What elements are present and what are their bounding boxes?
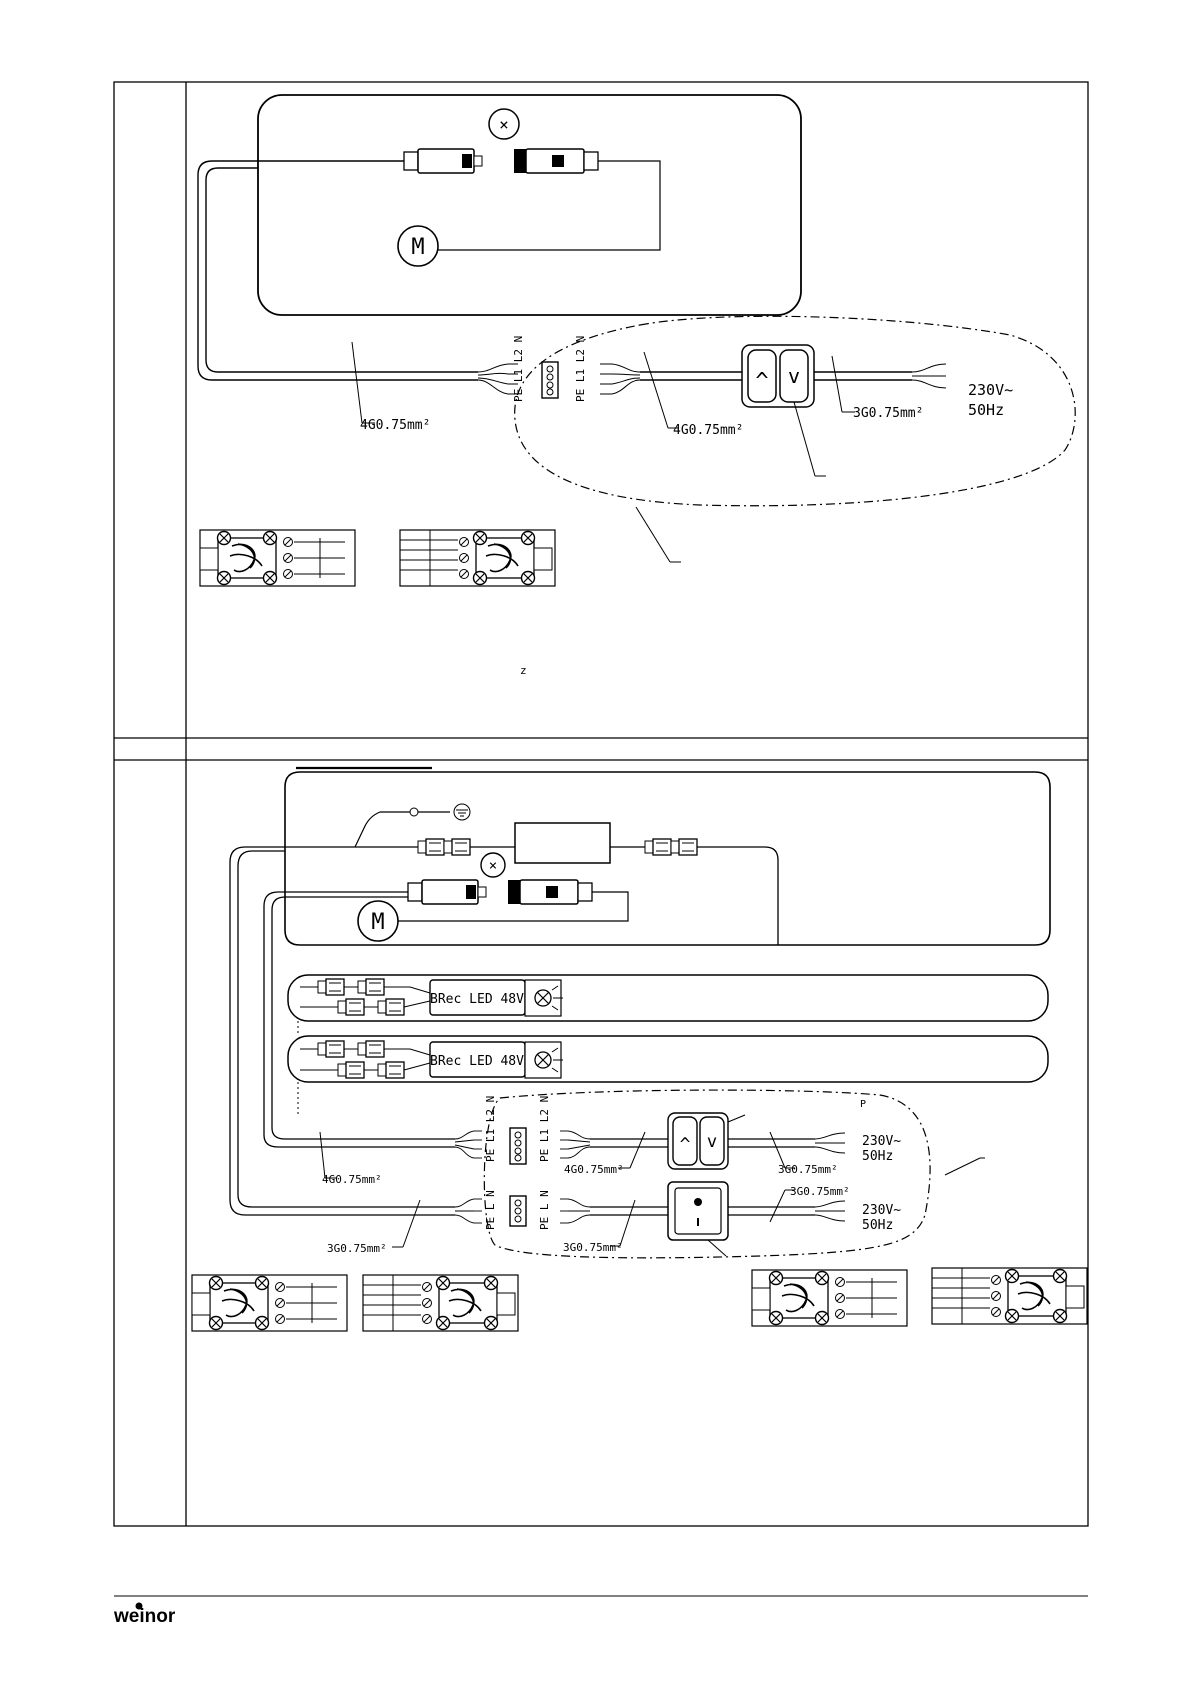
led-2-lamp-icon xyxy=(525,1042,563,1078)
down-arrow-icon: v xyxy=(788,364,800,388)
connector-symbol: × xyxy=(489,109,519,139)
supply-frequency: 50Hz xyxy=(968,401,1004,419)
led-terminal-wires xyxy=(455,1199,482,1223)
receiver-plug-in xyxy=(418,839,470,855)
brand-name: weinor xyxy=(113,1606,176,1627)
plug-wiring-detail-3 xyxy=(752,1270,907,1326)
svg-text:×: × xyxy=(489,858,497,874)
supply-cable-2b xyxy=(728,1201,845,1221)
diagram-2: × M BRec LED 48V BRe xyxy=(192,768,1087,1331)
motor-symbol: M xyxy=(411,235,424,260)
supply-voltage-2a: 230V~ xyxy=(862,1134,901,1149)
led-2-label: BRec LED 48V xyxy=(430,1054,524,1069)
plug-wiring-detail xyxy=(200,530,355,586)
motor-symbol-2: M xyxy=(371,910,384,935)
socket-wiring-detail-2 xyxy=(363,1275,518,1331)
supply-voltage: 230V~ xyxy=(968,381,1013,399)
led-1-lamp-icon xyxy=(525,980,563,1016)
svg-text:×: × xyxy=(499,115,509,134)
supply-voltage-2b: 230V~ xyxy=(862,1203,901,1218)
switch-wires-2 xyxy=(560,1131,668,1158)
terminal-labels-right: PE L1 L2 N xyxy=(574,336,587,402)
main-cable-label: 4G0.75mm² xyxy=(360,418,430,433)
socket-wiring-detail-3 xyxy=(932,1268,1087,1324)
terminal-labels-3a: PE L N xyxy=(484,1190,497,1230)
motor-plug-female xyxy=(514,149,598,173)
led-1-plugs xyxy=(300,979,430,1015)
led-receiver-unit xyxy=(515,823,610,863)
rocker-wires xyxy=(560,1199,668,1223)
terminal-block xyxy=(542,362,558,398)
motor-plug-male xyxy=(404,149,482,173)
led-2-plugs xyxy=(300,1041,430,1078)
motor-plug-female-2 xyxy=(508,880,592,904)
motor-plug-male-2 xyxy=(408,880,486,904)
stray-mark: z xyxy=(520,664,527,677)
terminal-block-3 xyxy=(510,1196,526,1226)
terminal-block-2a xyxy=(510,1128,526,1164)
stray-mark-2: P xyxy=(860,1099,866,1110)
supply-cable-label: 3G0.75mm² xyxy=(853,406,923,421)
supply-cable-label-2b: 3G0.75mm² xyxy=(790,1185,850,1198)
up-arrow-icon: ^ xyxy=(755,369,768,394)
connector-symbol-2: × xyxy=(481,853,505,877)
rocker-cable-label: 3G0.75mm² xyxy=(563,1241,623,1254)
motor-cable-label: 4G0.75mm² xyxy=(322,1173,382,1186)
main-cable xyxy=(198,161,478,380)
terminal-labels-3b: PE L N xyxy=(538,1190,551,1230)
led-cable-label: 3G0.75mm² xyxy=(327,1242,387,1255)
terminal-labels-2a: PE L1 L2 N xyxy=(484,1096,497,1162)
supply-frequency-2b: 50Hz xyxy=(862,1218,893,1233)
diagram-1: × M PE L1 L2 N PE L1 L2 N xyxy=(198,95,1075,677)
supply-cable-2a xyxy=(728,1133,845,1153)
motor: M xyxy=(398,226,438,266)
led-rocker-switch xyxy=(668,1182,728,1240)
receiver-plug-out xyxy=(645,839,697,855)
awning-housing xyxy=(258,95,801,315)
switch-cable-label: 4G0.75mm² xyxy=(673,423,743,438)
motor-terminal-wires xyxy=(455,1131,482,1158)
awning-housing-2 xyxy=(285,772,1050,945)
socket-wiring-detail xyxy=(400,530,555,586)
supply-frequency-2a: 50Hz xyxy=(862,1149,893,1164)
plug-wiring-detail-2 xyxy=(192,1275,347,1331)
up-arrow-icon-2: ^ xyxy=(680,1134,691,1155)
switch-cable-label-2: 4G0.75mm² xyxy=(564,1163,624,1176)
up-down-switch-2: ^ v xyxy=(668,1113,728,1169)
motor-wire xyxy=(438,161,660,250)
terminal-labels-2b: PE L1 L2 N xyxy=(538,1096,551,1162)
up-down-switch: ^ v xyxy=(742,345,814,407)
switch-cable-wires xyxy=(600,364,742,394)
motor-2: M xyxy=(358,901,398,941)
supply-cable-label-2a: 3G0.75mm² xyxy=(778,1163,838,1176)
weinor-logo: weinor xyxy=(113,1603,176,1628)
led-1-label: BRec LED 48V xyxy=(430,992,524,1007)
down-arrow-icon-2: v xyxy=(707,1132,717,1152)
